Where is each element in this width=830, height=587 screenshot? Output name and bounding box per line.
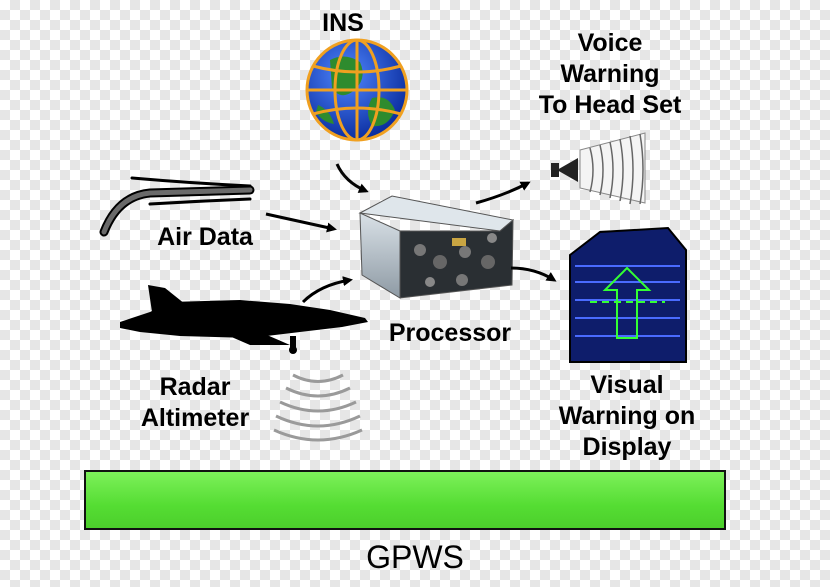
ins-label: INS [322, 9, 364, 37]
processor-label: Processor [388, 319, 512, 347]
speaker-icon [551, 132, 646, 205]
globe-icon [305, 38, 409, 142]
air-data-label: Air Data [157, 223, 253, 251]
system-title: GPWS [366, 539, 464, 575]
radar-altimeter-label: Radar Altimeter [140, 373, 250, 432]
ground-bar [84, 470, 726, 530]
display-screen-icon [569, 226, 687, 363]
flow-arrows [265, 163, 557, 304]
jet-aircraft-icon [120, 285, 368, 354]
pitot-tube-icon [99, 176, 255, 237]
radar-waves-icon [273, 373, 363, 442]
visual-warning-label: Visual Warning on Display [558, 371, 696, 461]
voice-warning-label: Voice Warning To Head Set [538, 29, 682, 119]
processor-unit-icon [358, 195, 515, 299]
